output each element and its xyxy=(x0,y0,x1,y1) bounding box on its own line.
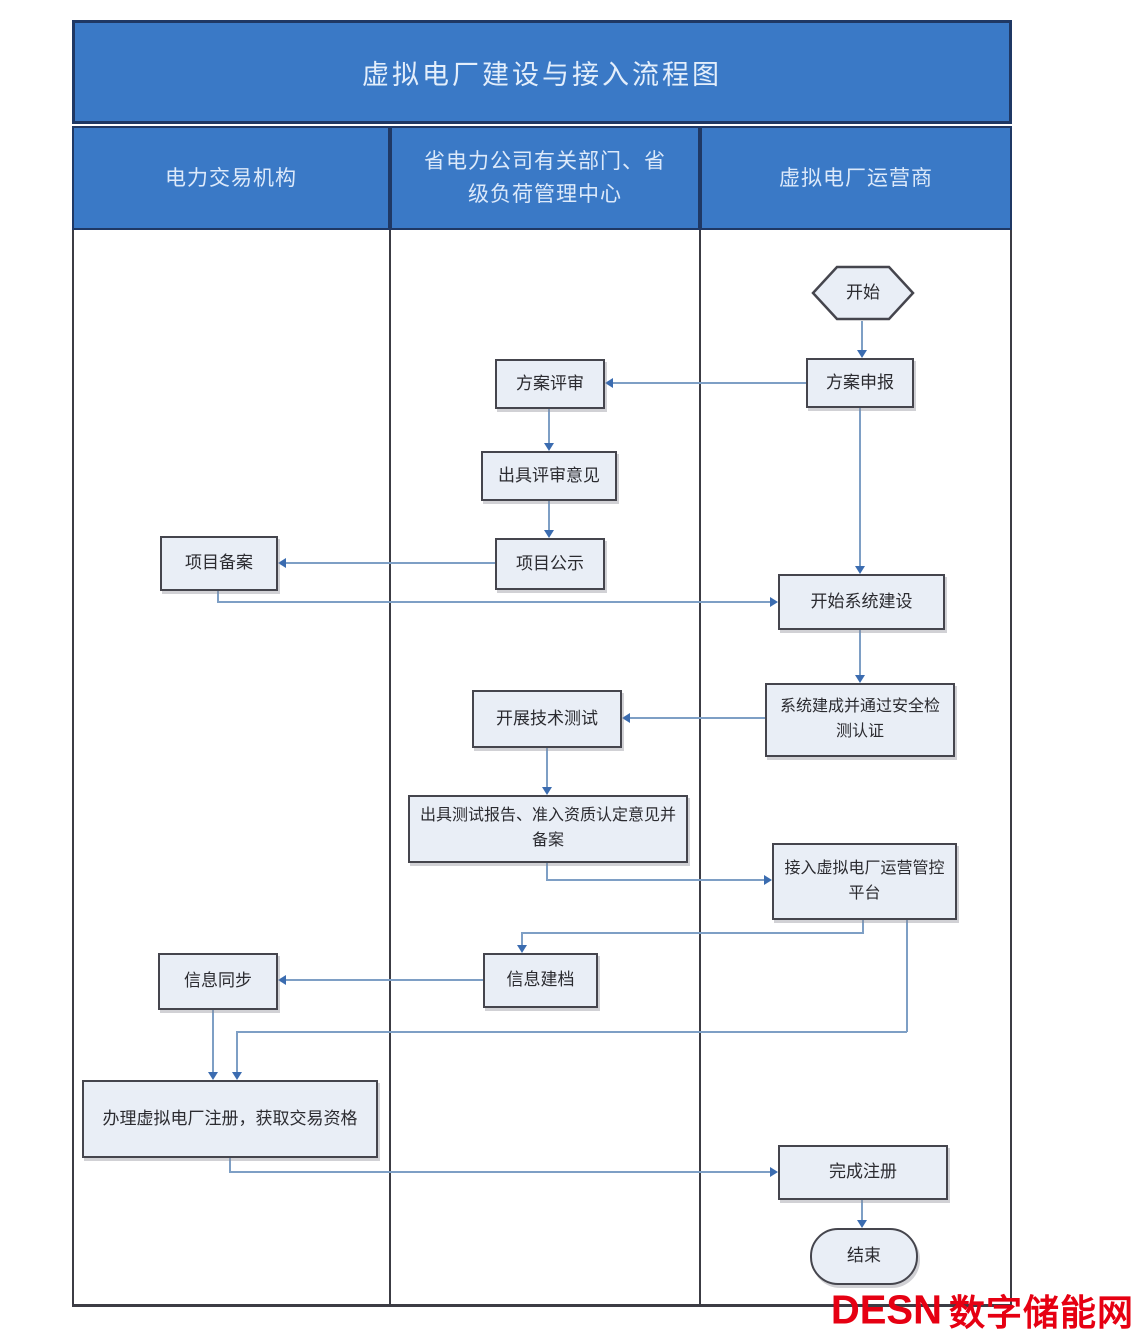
node-plan-declare: 方案申报 xyxy=(806,358,914,408)
edge-platform-archive-segment-2 xyxy=(521,932,864,934)
edge-system-build-cert-arrowhead xyxy=(855,675,865,683)
node-start-system-build: 开始系统建设 xyxy=(778,574,945,630)
node-label: 系统建成并通过安全检测认证 xyxy=(779,698,940,740)
edge-plan-declare-system-build-line xyxy=(859,408,861,566)
lane-header-label: 电力交易机构 xyxy=(165,165,297,190)
edge-platform-register-arrowhead xyxy=(232,1072,242,1080)
diagram-title: 虚拟电厂建设与接入流程图 xyxy=(362,59,722,90)
edge-platform-archive-segment-3 xyxy=(521,932,523,945)
edge-filing-system-build-arrowhead xyxy=(770,597,778,607)
edge-plan-review-issue-opinion-arrowhead xyxy=(544,443,554,451)
edge-platform-register-segment-1 xyxy=(906,920,908,1032)
node-complete-register: 完成注册 xyxy=(778,1145,948,1200)
edge-report-platform-arrowhead xyxy=(764,875,772,885)
edge-cert-tech-test-line xyxy=(630,717,765,719)
node-label: 信息同步 xyxy=(184,971,252,991)
node-label: 方案申报 xyxy=(826,372,894,392)
node-label: 信息建档 xyxy=(506,970,575,990)
edge-start-plan-declare-arrowhead xyxy=(857,350,867,358)
node-label: 出具测试报告、准入资质认定意见并备案 xyxy=(419,807,676,849)
edge-system-build-cert-line xyxy=(859,630,861,675)
node-label: 开始 xyxy=(846,282,880,302)
edge-plan-declare-system-build-arrowhead xyxy=(855,566,865,574)
node-access-platform: 接入虚拟电厂运营管控平台 xyxy=(772,843,957,920)
node-issue-review-opinion: 出具评审意见 xyxy=(481,451,617,501)
edge-sync-register-arrowhead xyxy=(208,1072,218,1080)
watermark-text: 数字储能网 xyxy=(948,1292,1134,1333)
node-project-filing: 项目备案 xyxy=(160,536,278,591)
edge-archive-sync-arrowhead xyxy=(278,975,286,985)
edge-tech-test-report-arrowhead xyxy=(542,787,552,795)
node-info-sync: 信息同步 xyxy=(158,953,278,1010)
edge-plan-declare-plan-review-arrowhead xyxy=(605,378,613,388)
edge-issue-opinion-publicity-line xyxy=(548,501,550,530)
node-system-built-cert: 系统建成并通过安全检测认证 xyxy=(765,683,955,757)
lane-header-provincial-power-company: 省电力公司有关部门、省级负荷管理中心 xyxy=(390,126,700,230)
edge-complete-end-line xyxy=(861,1200,863,1220)
node-label: 方案评审 xyxy=(516,373,584,393)
edge-register-complete-segment-1 xyxy=(229,1158,231,1172)
edge-platform-register-segment-2 xyxy=(236,1031,907,1033)
node-start: 开始 xyxy=(811,265,915,321)
node-info-archive: 信息建档 xyxy=(483,953,598,1008)
diagram-title-band: 虚拟电厂建设与接入流程图 xyxy=(72,20,1012,124)
node-label: 开展技术测试 xyxy=(496,708,598,728)
node-register: 办理虚拟电厂注册，获取交易资格 xyxy=(82,1080,378,1158)
node-label: 结束 xyxy=(847,1246,881,1266)
edge-publicity-filing-line xyxy=(286,562,495,564)
edge-platform-register-segment-3 xyxy=(236,1031,238,1072)
edge-filing-system-build-segment-2 xyxy=(217,601,770,603)
edge-start-plan-declare-line xyxy=(861,321,863,351)
edge-archive-sync-line xyxy=(286,979,483,981)
edge-register-complete-segment-2 xyxy=(229,1171,770,1173)
lane-header-label: 虚拟电厂运营商 xyxy=(779,165,933,190)
node-project-publicity: 项目公示 xyxy=(495,538,605,590)
edge-plan-review-issue-opinion-line xyxy=(548,409,550,443)
node-plan-review: 方案评审 xyxy=(495,359,605,409)
edge-report-platform-segment-2 xyxy=(546,879,764,881)
hexagon-shape xyxy=(811,265,915,321)
edge-report-platform-segment-1 xyxy=(546,863,548,880)
lane-header-label: 省电力公司有关部门、省级负荷管理中心 xyxy=(424,149,666,206)
node-label: 开始系统建设 xyxy=(810,591,913,611)
edge-filing-system-build-segment-1 xyxy=(217,591,219,602)
edge-cert-tech-test-arrowhead xyxy=(622,713,630,723)
lane-divider-2 xyxy=(699,230,701,1307)
watermark-desn: DESN 数字储能网 xyxy=(831,1286,1134,1334)
edge-platform-archive-segment-1 xyxy=(862,920,864,933)
edge-tech-test-report-line xyxy=(546,748,548,787)
desn-logo: DESN xyxy=(830,1287,942,1332)
node-tech-test: 开展技术测试 xyxy=(472,690,622,748)
edge-plan-declare-plan-review-line xyxy=(613,382,806,384)
node-end: 结束 xyxy=(810,1228,918,1285)
node-test-report: 出具测试报告、准入资质认定意见并备案 xyxy=(408,795,688,863)
edge-register-complete-arrowhead xyxy=(770,1167,778,1177)
edge-issue-opinion-publicity-arrowhead xyxy=(544,530,554,538)
lane-header-vpp-operator: 虚拟电厂运营商 xyxy=(700,126,1012,230)
node-label: 接入虚拟电厂运营管控平台 xyxy=(784,859,945,902)
node-label: 项目备案 xyxy=(185,553,253,573)
edge-platform-archive-arrowhead xyxy=(517,945,527,953)
edge-complete-end-arrowhead xyxy=(857,1220,867,1228)
edge-publicity-filing-arrowhead xyxy=(278,558,286,568)
node-label: 出具评审意见 xyxy=(498,465,600,485)
node-label: 完成注册 xyxy=(829,1162,897,1182)
edge-sync-register-line xyxy=(212,1010,214,1072)
node-label: 项目公示 xyxy=(516,553,584,573)
node-label: 办理虚拟电厂注册，获取交易资格 xyxy=(102,1108,358,1128)
lane-divider-1 xyxy=(389,230,391,1307)
lane-header-power-trading-institution: 电力交易机构 xyxy=(72,126,390,230)
